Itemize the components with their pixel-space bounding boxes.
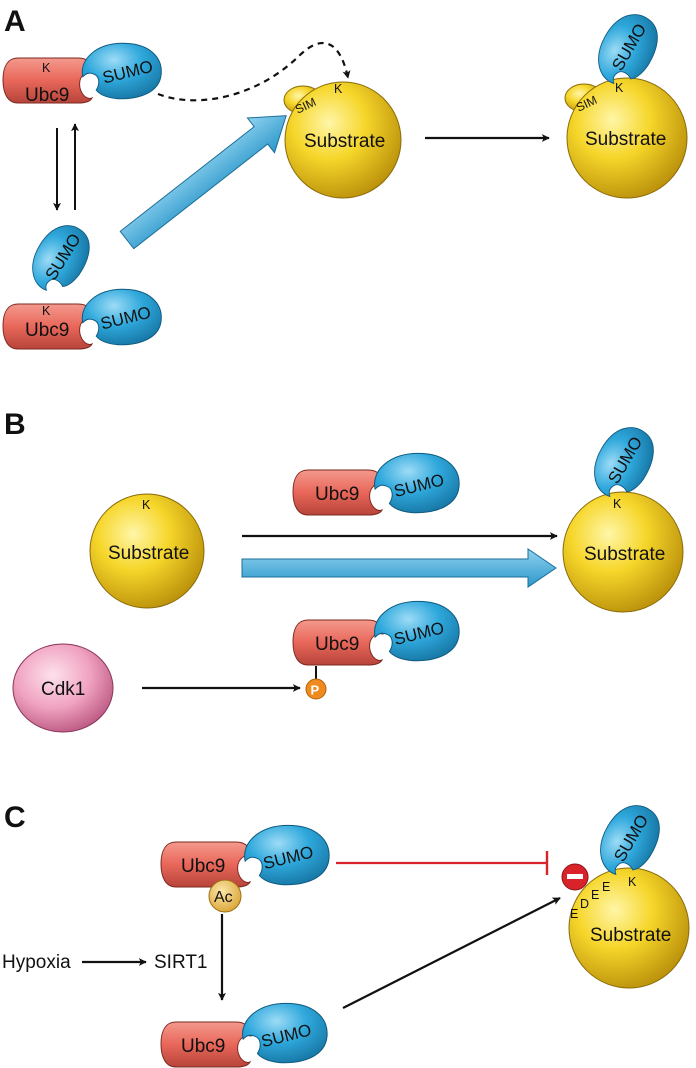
substrate-sphere [562,491,684,613]
minus-sign [567,874,583,879]
phospho-ubc9-sumo-complex: P Ubc9 SUMO [292,600,460,700]
ubc9-sumo-complex-b1: Ubc9 SUMO [292,452,460,516]
substrate-sphere [284,81,402,199]
substrate-label: Substrate [108,543,189,564]
ubc9-sumo-complex-c2: Ubc9 SUMO [160,1002,328,1068]
substrate-sphere [89,493,205,609]
substrate-sphere [568,867,690,989]
substrate-label: Substrate [304,131,385,152]
panel-label-a: A [4,5,26,38]
acetyl-badge [208,879,242,913]
ubc9-label: Ubc9 [315,484,359,505]
substrate-label: Substrate [590,925,671,946]
ubc9-label: Ubc9 [181,1036,225,1057]
lysine-label: K [142,498,151,512]
acetyl-ubc9-sumo-complex: Ubc9 SUMO Ac [160,824,330,913]
cdk1-shape [12,643,114,733]
phospho-badge [305,678,327,700]
substrate-sphere [566,77,688,199]
acidic-residue: E [570,907,578,921]
lysine-label: K [42,304,51,318]
phospho-label: P [311,683,320,698]
lysine-label: K [615,81,624,95]
substrate-b: K Substrate [89,493,205,609]
ubc9-label: Ubc9 [181,856,225,877]
substrate-c: SUMO K E D E E Substrate [561,795,690,989]
block-arrow-a [119,115,287,250]
ubc9-double-sumo-complex: SUMO Ubc9 K SUMO [2,215,162,350]
panel-label-c: C [4,801,26,834]
hypoxia-label: Hypoxia [2,952,71,973]
dashed-arrow-a [157,41,351,102]
substrate-with-sim-a: SIM K Substrate [283,81,402,199]
lysine-label: K [42,61,51,75]
acetyl-label: Ac [214,889,233,906]
lysine-label: K [613,497,622,511]
ubc9-label: Ubc9 [25,320,69,341]
sumoylated-substrate-b: SUMO K Substrate [562,417,684,613]
lysine-label: K [628,875,637,889]
ubc9-label: Ubc9 [315,634,359,655]
cdk1-label: Cdk1 [41,679,85,700]
block-arrow-b [241,548,557,588]
acidic-residue: E [602,880,610,894]
sumoylated-substrate-a: SUMO SIM K Substrate [564,4,688,199]
acidic-residue: D [580,897,589,911]
panel-label-b: B [4,408,26,441]
ubc9-sumo-complex-a1: Ubc9 K SUMO [2,42,162,106]
lysine-label: K [334,82,343,96]
acidic-residue: E [591,888,599,902]
ubc9-label: Ubc9 [25,85,69,106]
substrate-label: Substrate [585,129,666,150]
inhibition-line [336,851,549,875]
arrow-to-substrate-c [342,897,561,1009]
sirt1-label: SIRT1 [154,952,208,973]
substrate-label: Substrate [584,544,665,565]
cdk1: Cdk1 [12,643,114,733]
